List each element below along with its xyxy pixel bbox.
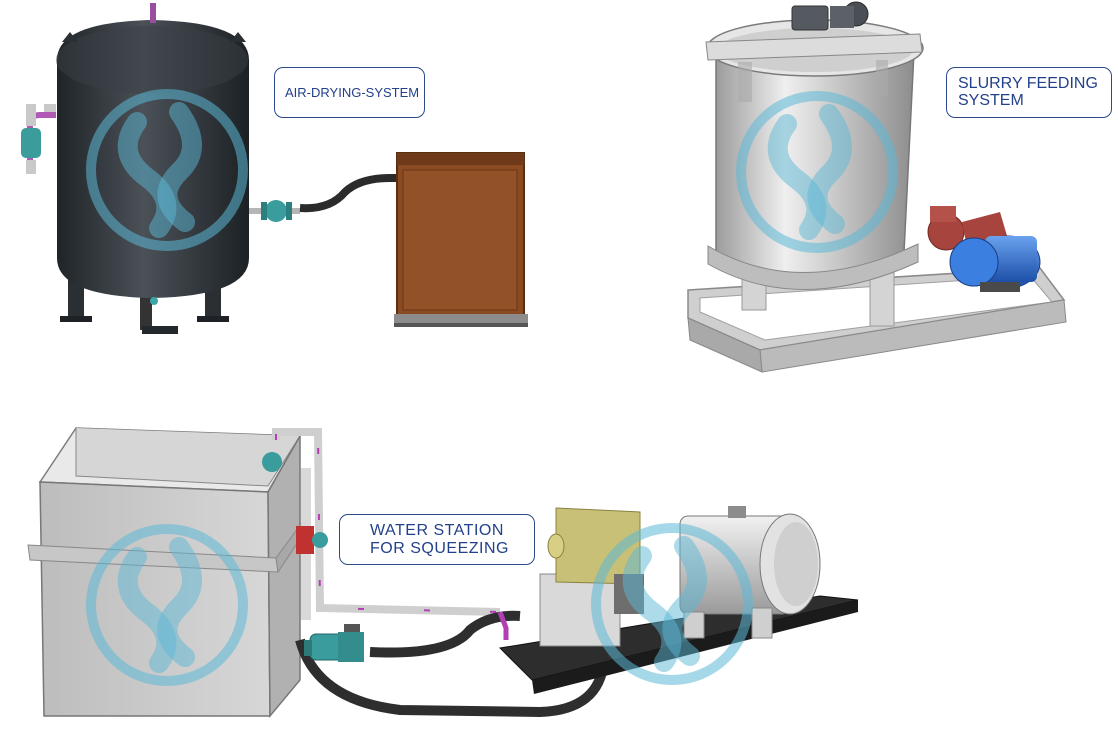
slurry-feeding-system-label: SLURRY FEEDING SYSTEM	[946, 67, 1112, 118]
tank-inlet-valve	[21, 104, 56, 174]
air-receiver-tank	[56, 3, 249, 334]
water-station-label: WATER STATION FOR SQUEEZING	[339, 514, 535, 565]
water-piping	[262, 428, 617, 718]
slurry-feed-pump	[927, 206, 1041, 292]
pump-electric-motor	[679, 506, 821, 639]
water-tank	[27, 427, 307, 719]
water-inlet-valve	[304, 624, 364, 662]
air-drying-system-label: AIR-DRYING-SYSTEM	[274, 67, 425, 118]
agitator-gear-motor	[791, 1, 869, 31]
air-connection-hose	[249, 174, 398, 222]
refrigerated-dryer-cabinet	[394, 152, 528, 327]
